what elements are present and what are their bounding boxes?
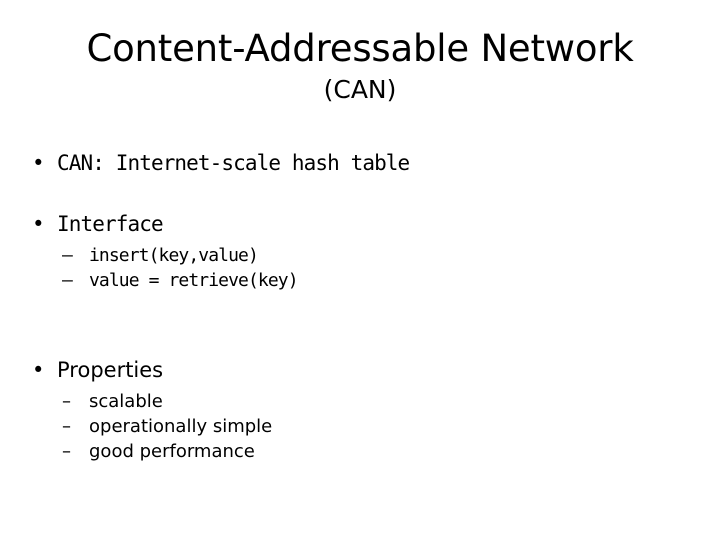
slide-body-list: • CAN: Internet-scale hash table • Inter… <box>0 150 720 464</box>
bullet-item-can: • CAN: Internet-scale hash table <box>0 150 720 177</box>
spacer <box>0 293 720 327</box>
sub-bullet-item-retrieve: – value = retrieve(key) <box>0 268 720 293</box>
bullet-dot-icon: • <box>32 212 45 236</box>
bullet-label: CAN: Internet-scale hash table <box>57 151 410 175</box>
sub-bullet-label: operationally simple <box>89 416 273 437</box>
bullet-label: Properties <box>57 358 164 382</box>
sub-bullet-label: value = retrieve(key) <box>89 270 299 291</box>
sub-bullet-label: scalable <box>89 391 163 412</box>
sub-bullet-item-good-performance: – good performance <box>0 439 720 464</box>
bullet-item-interface: • Interface <box>0 211 720 238</box>
dash-icon: – <box>62 245 73 266</box>
dash-icon: – <box>62 391 71 412</box>
dash-icon: – <box>62 441 71 462</box>
bullet-dot-icon: • <box>32 151 45 175</box>
bullet-item-properties: • Properties <box>0 357 720 384</box>
slide-title: Content-Addressable Network <box>86 27 634 70</box>
sub-bullet-item-insert: – insert(key,value) <box>0 243 720 268</box>
slide-subtitle: (CAN) <box>323 75 397 104</box>
bullet-label: Interface <box>57 212 164 236</box>
slide-title-block: Content-Addressable Network (CAN) <box>0 26 720 106</box>
sub-bullet-label: good performance <box>89 441 255 462</box>
sub-bullet-item-operationally-simple: – operationally simple <box>0 414 720 439</box>
dash-icon: – <box>62 270 73 291</box>
bullet-dot-icon: • <box>32 358 45 382</box>
spacer <box>0 327 720 357</box>
spacer <box>0 177 720 211</box>
dash-icon: – <box>62 416 71 437</box>
sub-bullet-item-scalable: – scalable <box>0 389 720 414</box>
sub-bullet-label: insert(key,value) <box>89 245 259 266</box>
